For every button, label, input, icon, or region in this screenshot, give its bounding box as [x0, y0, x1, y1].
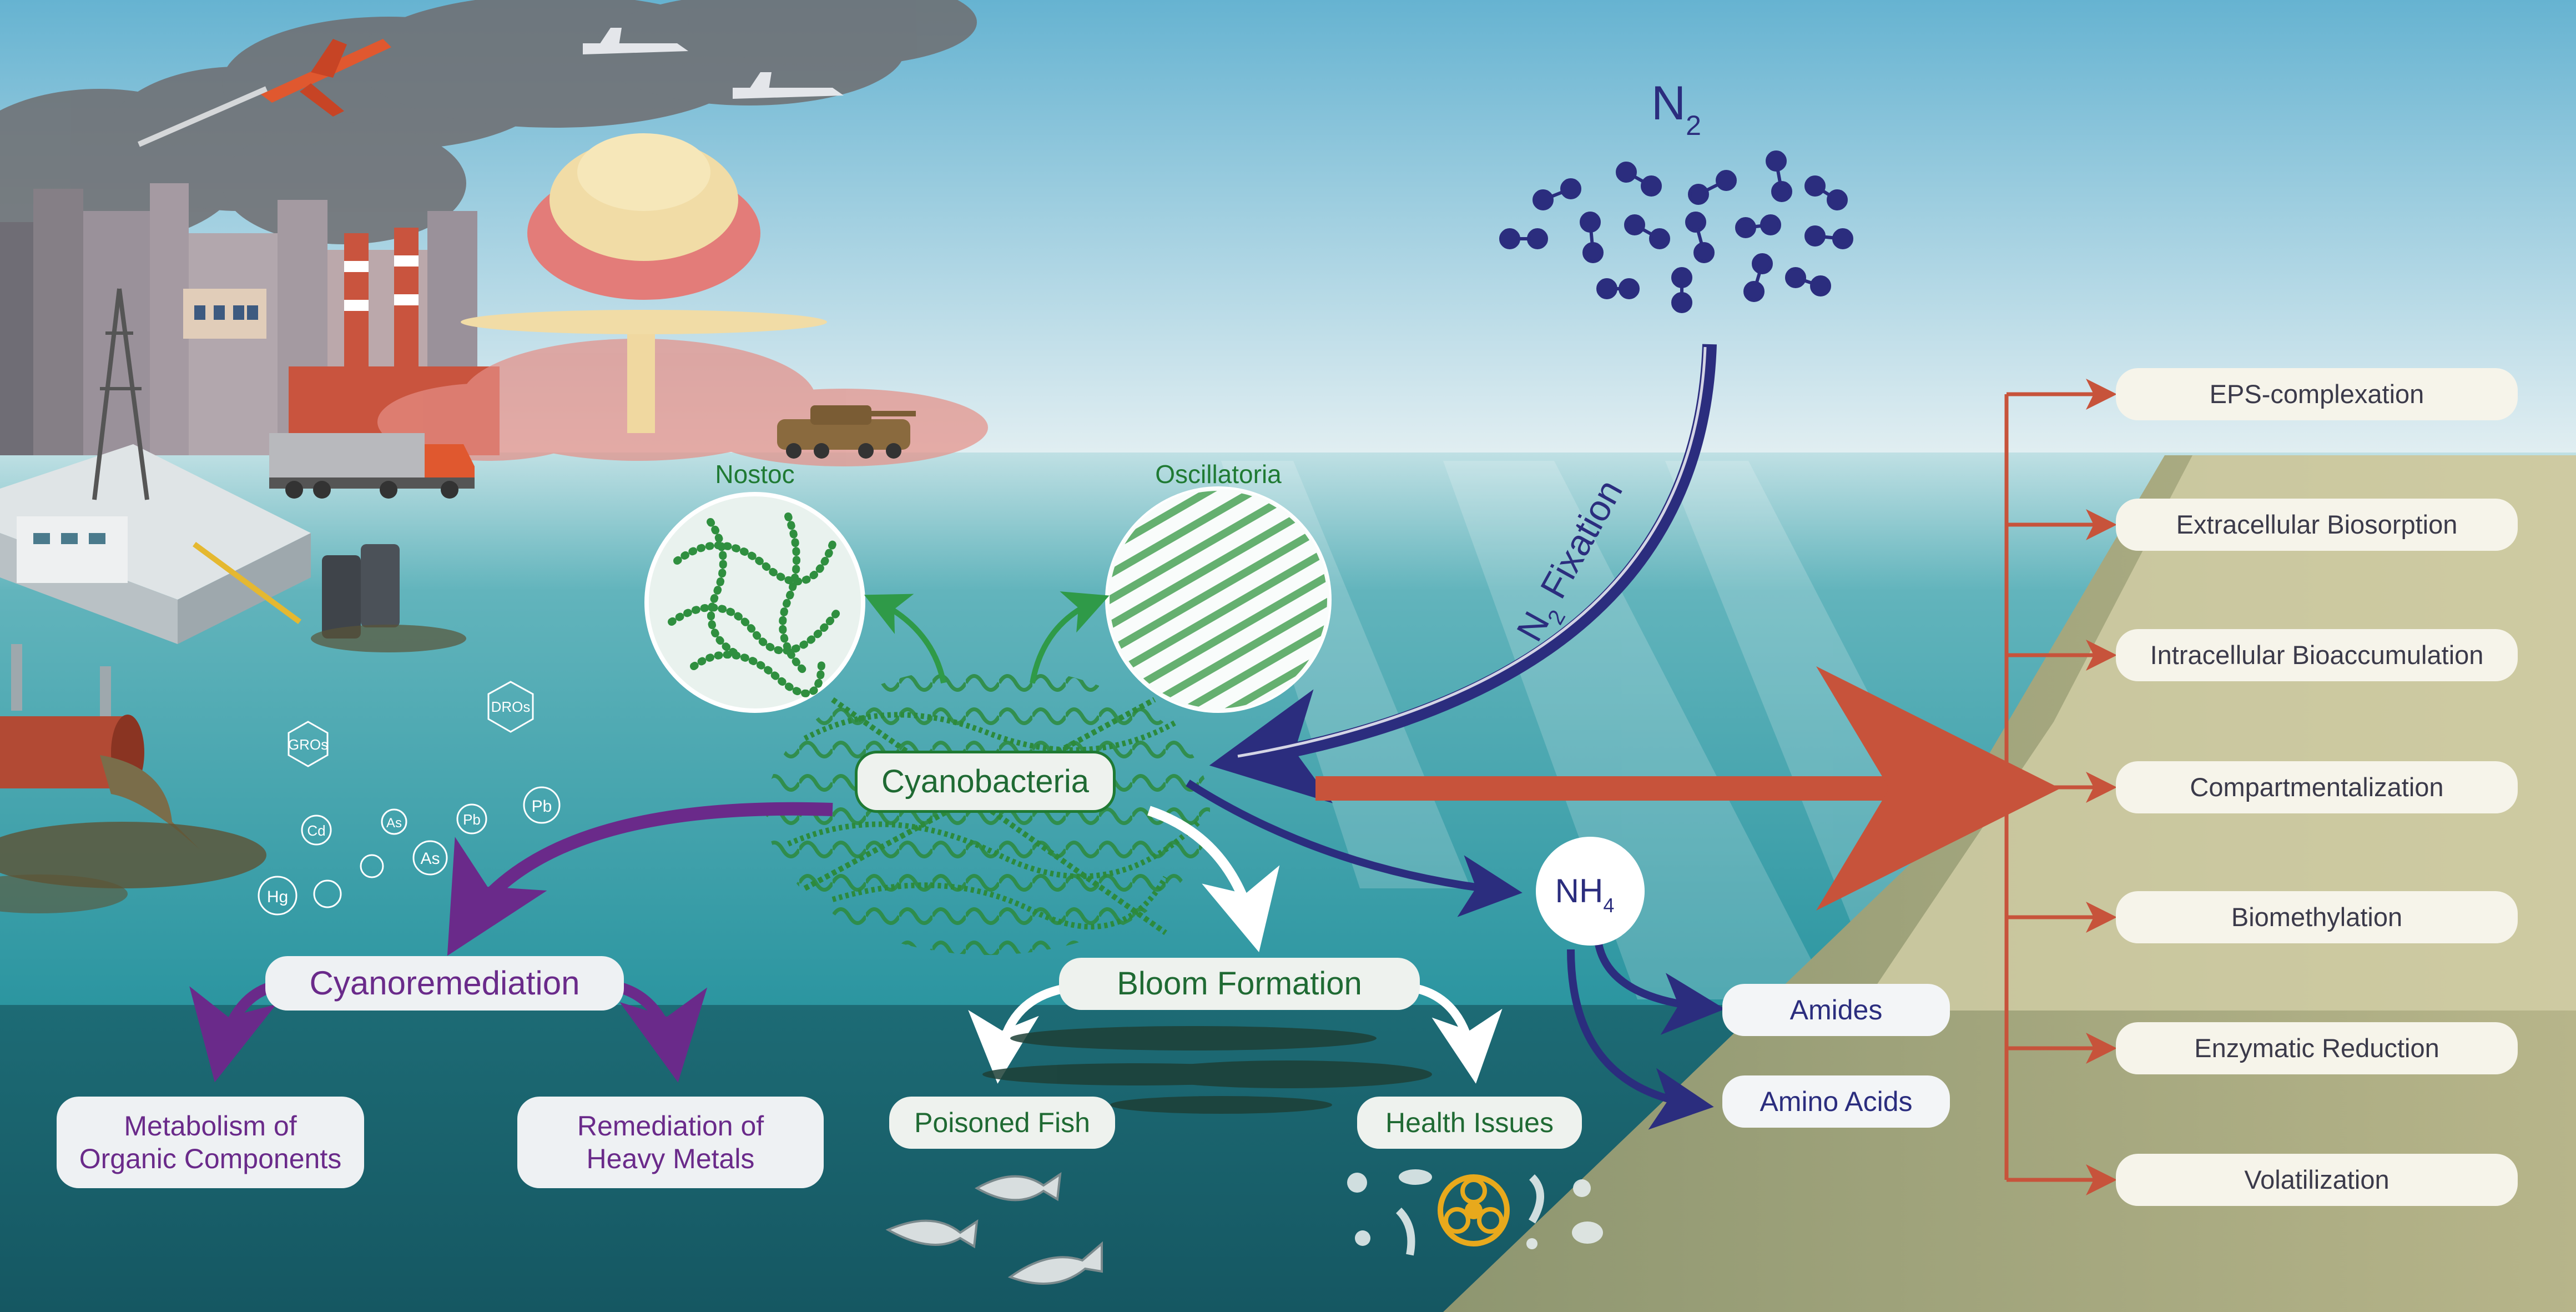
mechanism-enzymatic-reduction: Enzymatic Reduction: [2116, 1022, 2518, 1074]
bloom-label: Bloom Formation: [1117, 965, 1362, 1002]
chem-hg: Hg: [267, 888, 288, 906]
arrow-to-amino-acids: [1567, 949, 1714, 1130]
amino-acids-box: Amino Acids: [1722, 1075, 1950, 1128]
fish-icon: [885, 1172, 1103, 1285]
arrow-to-nostoc: [864, 594, 946, 683]
nostoc-label: Nostoc: [715, 460, 794, 489]
truck-icon: [269, 433, 475, 499]
mechanism-label: Compartmentalization: [2190, 772, 2444, 802]
mechanism-label: Biomethylation: [2231, 902, 2403, 932]
metabolism-label-1: Metabolism of: [124, 1110, 297, 1142]
oil-barrel-icon: [311, 544, 466, 652]
biohazard-icon: [1438, 1174, 1510, 1246]
amino-acids-label: Amino Acids: [1760, 1085, 1913, 1117]
factory-icon: [0, 183, 500, 455]
mechanism-eps-complexation: EPS-complexation: [2116, 368, 2518, 420]
cyanoremediation-box: Cyanoremediation: [265, 956, 624, 1011]
chem-pb-2: Pb: [463, 811, 481, 828]
cyanobacteria-box: Cyanobacteria: [855, 751, 1116, 813]
arrow-to-health-issues: [1414, 984, 1503, 1084]
mechanism-bracket: [2004, 379, 2117, 1195]
mechanism-biomethylation: Biomethylation: [2116, 891, 2518, 943]
health-issues-label: Health Issues: [1385, 1107, 1554, 1138]
arrow-to-nh4: [1186, 780, 1523, 917]
nh4-label: NH4: [1555, 872, 1615, 917]
arrow-to-poisoned-fish: [968, 984, 1067, 1084]
oscillatoria-micrograph: [1105, 486, 1332, 713]
amides-box: Amides: [1722, 984, 1950, 1036]
mechanism-label: Intracellular Bioaccumulation: [2150, 640, 2484, 670]
chem-as-2: As: [420, 849, 440, 868]
mechanism-intracellular-bioaccumulation: Intracellular Bioaccumulation: [2116, 629, 2518, 681]
nh4-circle: [1536, 837, 1645, 946]
n2-molecules: [1499, 150, 1853, 313]
oil-rig-icon: [0, 288, 311, 722]
smoke-clouds: [0, 0, 977, 244]
n2-title: N2: [1651, 77, 1701, 141]
mechanism-label: Extracellular Biosorption: [2176, 510, 2458, 540]
arrow-to-amides: [1595, 943, 1725, 1035]
cyanobacteria-label: Cyanobacteria: [881, 763, 1089, 800]
amides-label: Amides: [1789, 994, 1883, 1026]
mechanism-extracellular-biosorption: Extracellular Biosorption: [2116, 499, 2518, 551]
mechanism-volatilization: Volatilization: [2116, 1154, 2518, 1206]
chem-pb: Pb: [532, 797, 552, 816]
mechanism-label: Enzymatic Reduction: [2194, 1033, 2439, 1063]
bloom-box: Bloom Formation: [1059, 958, 1420, 1010]
jet-icon: [583, 28, 844, 99]
mechanism-compartmentalization: Compartmentalization: [2116, 761, 2518, 813]
chem-as: As: [386, 816, 402, 831]
n2-fixation-arrow-highlight: [1237, 346, 1707, 758]
pathogen-icon: [1347, 1169, 1603, 1256]
health-issues-box: Health Issues: [1357, 1097, 1582, 1149]
metabolism-label-2: Organic Components: [79, 1143, 342, 1174]
mushroom-cloud-icon: [461, 133, 827, 433]
cyanoremediation-label: Cyanoremediation: [309, 964, 580, 1002]
n2-fixation-arrow: [1209, 344, 1717, 803]
chem-gros: GROs: [288, 736, 328, 753]
poisoned-fish-box: Poisoned Fish: [889, 1097, 1115, 1149]
drain-pipe-icon: [0, 715, 266, 913]
mechanism-label: Volatilization: [2244, 1165, 2390, 1195]
tank-icon: [777, 405, 916, 459]
remediation-label-2: Heavy Metals: [586, 1143, 755, 1174]
mechanism-label: EPS-complexation: [2209, 379, 2424, 409]
arrow-to-oscillatoria: [1030, 591, 1110, 683]
remediation-box: Remediation of Heavy Metals: [517, 1097, 824, 1188]
remediation-label-1: Remediation of: [577, 1110, 764, 1142]
nostoc-micrograph: [644, 492, 865, 713]
pollutant-chips: [258, 681, 561, 916]
airplane-icon: [138, 39, 391, 147]
pollution-haze: [377, 339, 988, 466]
metabolism-box: Metabolism of Organic Components: [57, 1097, 364, 1188]
oscillatoria-label: Oscillatoria: [1155, 460, 1282, 489]
bloom-scum: [982, 1026, 1432, 1114]
arrow-to-cyanoremediation: [447, 802, 833, 956]
chem-cd: Cd: [307, 822, 325, 839]
arrow-to-bloom: [1147, 806, 1280, 953]
chem-dros: DROs: [491, 698, 531, 715]
poisoned-fish-label: Poisoned Fish: [914, 1107, 1090, 1138]
